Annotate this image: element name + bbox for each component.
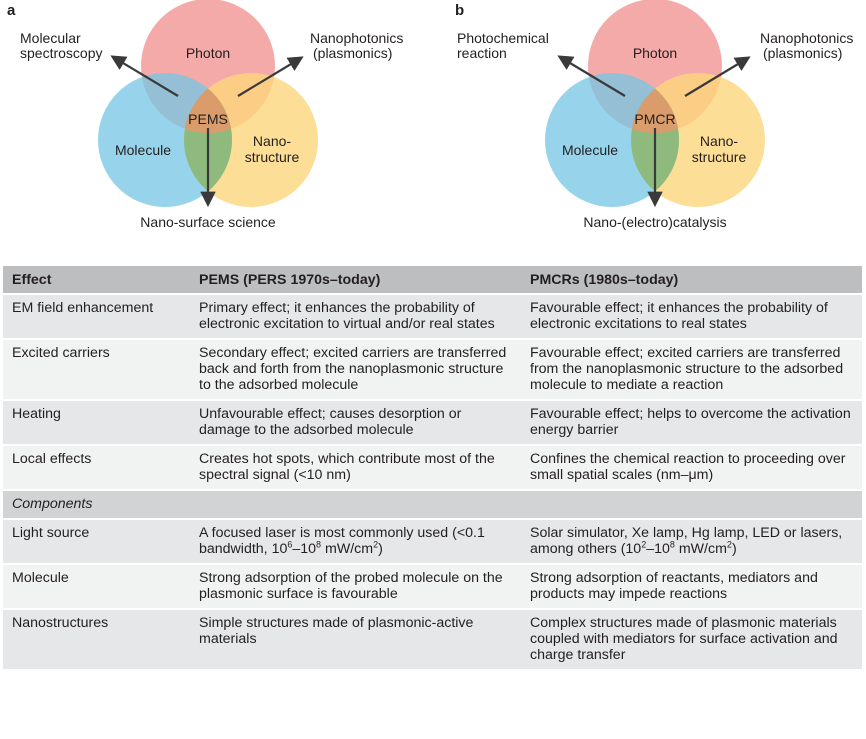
- column-header: PEMS (PERS 1970s–today): [190, 266, 521, 294]
- table-header-row: Effect PEMS (PERS 1970s–today) PMCRs (19…: [3, 266, 862, 294]
- table-row: EM field enhancement Primary effect; it …: [3, 293, 862, 339]
- table-row: Local effects Creates hot spots, which c…: [3, 444, 862, 490]
- exponent: 6: [287, 539, 293, 550]
- comparison-table: Effect PEMS (PERS 1970s–today) PMCRs (19…: [3, 266, 862, 669]
- table-row: Excited carriers Secondary effect; excit…: [3, 338, 862, 400]
- pems-cell: A focused laser is most commonly used (<…: [190, 518, 521, 564]
- effect-cell: EM field enhancement: [3, 293, 190, 339]
- panel-letter: b: [455, 2, 465, 19]
- table-row: Molecule Strong adsorption of the probed…: [3, 563, 862, 609]
- left-outcome-label-1: Photochemical: [457, 30, 549, 46]
- section-row: Components: [3, 489, 862, 519]
- light-pmcr-text: –10: [646, 541, 670, 557]
- photon-label: Photon: [632, 45, 678, 61]
- panel-letter: a: [7, 2, 16, 19]
- light-pems-text: mW/cm: [321, 541, 374, 557]
- venn-graphic: [98, 0, 318, 208]
- light-pems-text: A focused laser is most commonly used (<…: [199, 525, 485, 557]
- pems-cell: Simple structures made of plasmonic-acti…: [190, 608, 521, 669]
- light-pems-text: ): [378, 541, 383, 557]
- right-outcome-label-1: Nanophotonics: [760, 30, 854, 46]
- component-cell: Nanostructures: [3, 608, 190, 669]
- right-outcome-label-2: (plasmonics): [763, 45, 843, 61]
- effect-cell: Heating: [3, 399, 190, 445]
- pems-cell: Creates hot spots, which contribute most…: [190, 444, 521, 490]
- right-outcome-label-1: Nanophotonics: [310, 30, 404, 46]
- nanostructure-label-1: Nano-: [252, 133, 292, 149]
- arrow-left: [557, 55, 626, 97]
- arrow-left: [110, 55, 179, 97]
- left-outcome-label-2: spectroscopy: [20, 45, 103, 61]
- light-pmcr-text: mW/cm: [674, 541, 727, 557]
- pmcr-cell: Favourable effect; it enhances the proba…: [521, 293, 862, 339]
- pmcr-cell: Solar simulator, Xe lamp, Hg lamp, LED o…: [521, 518, 862, 564]
- nanostructure-label-2: structure: [244, 149, 300, 165]
- light-pems-text: –10: [292, 541, 317, 557]
- photon-label: Photon: [185, 45, 231, 61]
- pems-cell: Unfavourable effect; causes desorption o…: [190, 399, 521, 445]
- component-cell: Molecule: [3, 563, 190, 609]
- nanostructure-label-1: Nano-: [699, 133, 739, 149]
- center-overlap: [184, 73, 232, 133]
- pems-cell: Secondary effect; excited carriers are t…: [190, 338, 521, 400]
- table-row: Nanostructures Simple structures made of…: [3, 608, 862, 669]
- effect-cell: Excited carriers: [3, 338, 190, 400]
- component-cell: Light source: [3, 518, 190, 564]
- exponent: 2: [373, 539, 379, 550]
- pems-cell: Strong adsorption of the probed molecule…: [190, 563, 521, 609]
- exponent: 8: [316, 539, 322, 550]
- pems-cell: Primary effect; it enhances the probabil…: [190, 293, 521, 339]
- effect-cell: Local effects: [3, 444, 190, 490]
- pmcr-cell: Complex structures made of plasmonic mat…: [521, 608, 862, 669]
- light-pmcr-text: ): [731, 541, 737, 557]
- arrow-right: [237, 56, 304, 97]
- table-row: Light source A focused laser is most com…: [3, 518, 862, 564]
- molecule-label: Molecule: [114, 142, 172, 158]
- venn-graphic: [545, 0, 765, 208]
- section-heading: Components: [3, 489, 862, 519]
- center-label: PMCR: [634, 111, 676, 127]
- exponent: 2: [726, 539, 732, 550]
- pmcr-cell: Confines the chemical reaction to procee…: [521, 444, 862, 490]
- nanostructure-label-2: structure: [691, 149, 747, 165]
- pmcr-cell: Strong adsorption of reactants, mediator…: [521, 563, 862, 609]
- bottom-outcome-label: Nano-(electro)catalysis: [583, 214, 727, 230]
- left-outcome-label-1: Molecular: [20, 30, 81, 46]
- center-label: PEMS: [188, 111, 228, 127]
- venn-diagram-pems: a Photon Molecule Nano- structure PEMS M…: [0, 0, 430, 250]
- exponent: 2: [641, 539, 647, 550]
- arrow-right: [684, 56, 751, 97]
- venn-diagram-pmcr: b Photon Molecule Nano- structure PMCR P…: [433, 0, 866, 250]
- column-header: Effect: [3, 266, 190, 294]
- right-outcome-label-2: (plasmonics): [313, 45, 393, 61]
- column-header: PMCRs (1980s–today): [521, 266, 862, 294]
- left-outcome-label-2: reaction: [457, 45, 507, 61]
- molecule-label: Molecule: [561, 142, 619, 158]
- pmcr-cell: Favourable effect; helps to overcome the…: [521, 399, 862, 445]
- bottom-outcome-label: Nano-surface science: [140, 214, 276, 230]
- light-pmcr-text: Solar simulator, Xe lamp, Hg lamp, LED o…: [530, 525, 843, 557]
- center-overlap: [631, 73, 679, 133]
- table-row: Heating Unfavourable effect; causes deso…: [3, 399, 862, 445]
- pmcr-cell: Favourable effect; excited carriers are …: [521, 338, 862, 400]
- exponent: 8: [669, 539, 675, 550]
